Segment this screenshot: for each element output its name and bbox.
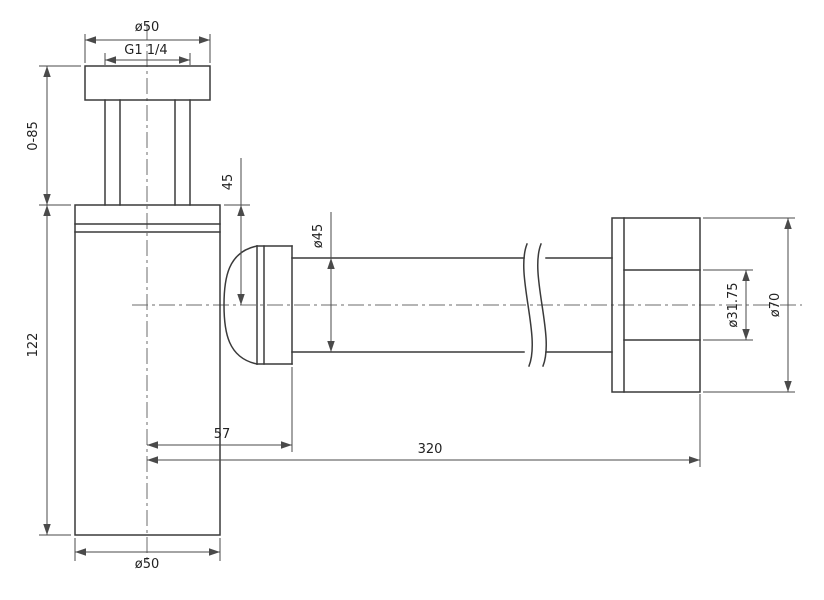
dimension-labels: ø50 G1 1/4 0-85 122 45 ø45 57 320 ø50 ø3… <box>26 20 783 572</box>
pipe-break-icon <box>537 243 547 367</box>
trap-body <box>74 204 221 536</box>
dim-label-outlet-diameter: ø45 <box>311 224 326 249</box>
centerlines <box>132 24 802 562</box>
wall-flange-outline <box>611 217 701 393</box>
dim-label-adjust-height: 0-85 <box>26 121 41 151</box>
dim-label-top-diameter: ø50 <box>135 20 160 35</box>
dim-label-outlet-offset: 45 <box>221 174 236 191</box>
dimension-lines <box>43 36 792 556</box>
top-flange <box>84 65 211 101</box>
extension-lines <box>39 34 795 561</box>
dim-label-body-height: 122 <box>26 333 41 358</box>
wall-cup-and-tube <box>84 65 211 206</box>
outlet-assembly <box>223 243 613 367</box>
dim-label-wall-flange-diameter: ø70 <box>768 293 783 318</box>
wall-flange <box>611 217 701 393</box>
dim-label-nut-distance: 57 <box>214 427 231 442</box>
outlet-curve <box>223 245 258 365</box>
dim-label-thread: G1 1/4 <box>124 43 167 58</box>
dim-label-wall-distance: 320 <box>418 442 443 457</box>
body-outline <box>74 204 221 536</box>
pipe-break-icon <box>523 243 533 367</box>
dim-label-wall-tube-diameter: ø31.75 <box>726 282 741 327</box>
dim-label-bottom-diameter: ø50 <box>135 557 160 572</box>
